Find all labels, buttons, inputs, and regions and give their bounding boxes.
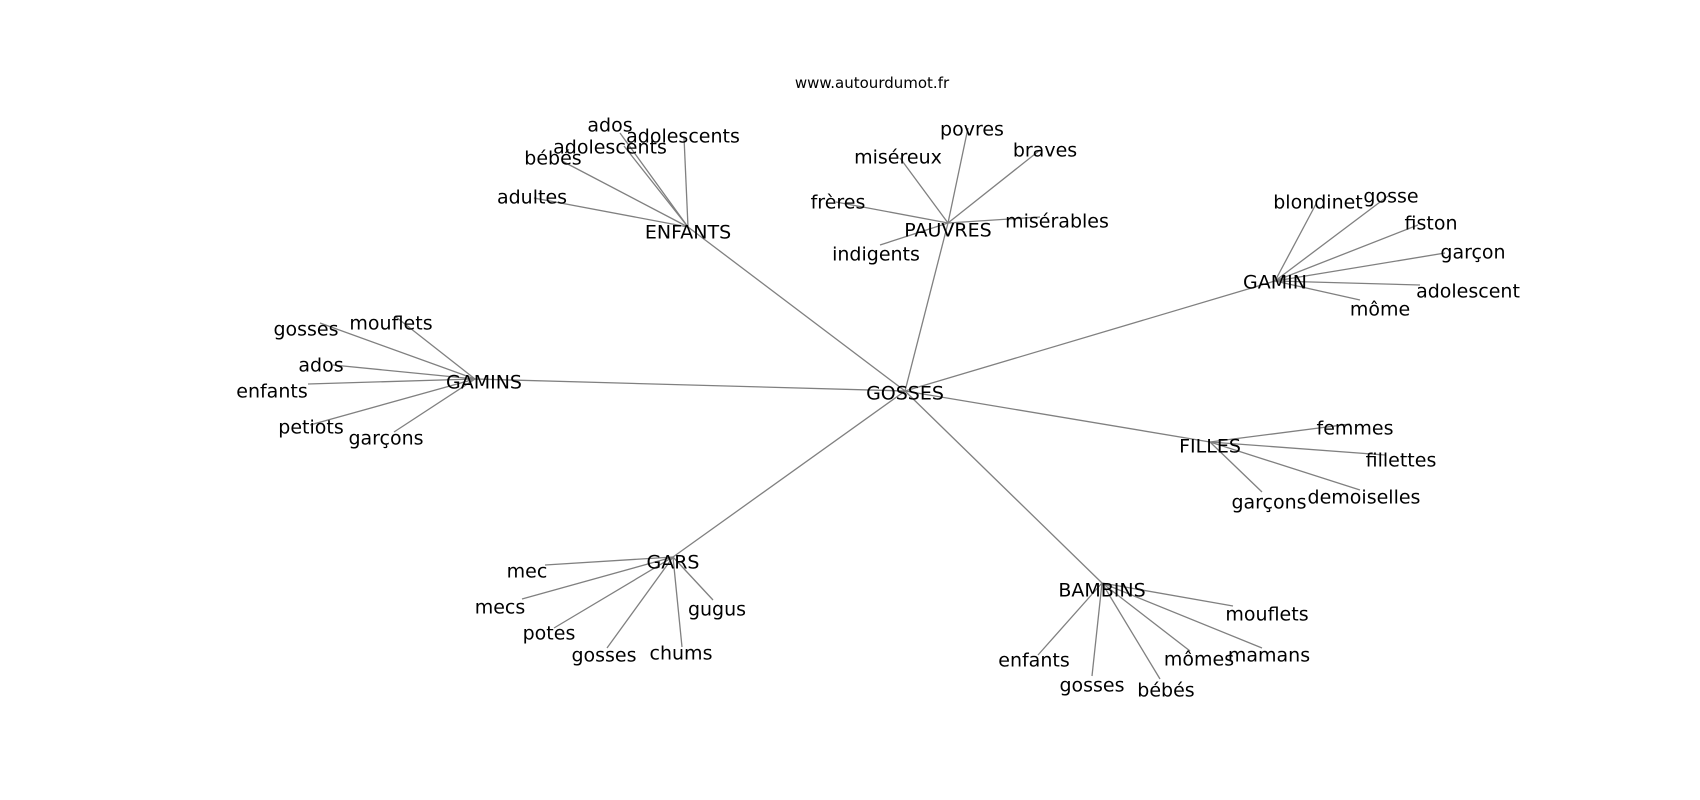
edge-gamin-leaf [1274, 203, 1317, 282]
edge-enfants-leaf [561, 160, 689, 228]
cluster-word-enfants: ENFANTS [645, 222, 731, 244]
edge-gars-leaf [553, 556, 674, 629]
edge-gamin-leaf [1274, 224, 1419, 282]
leaf-word: gugus [688, 599, 746, 621]
leaf-word: adolescent [1416, 281, 1520, 303]
leaf-word: gosses [273, 319, 338, 341]
leaf-word: miséreux [854, 147, 942, 169]
cluster-word-filles: FILLES [1179, 436, 1241, 458]
edge-gars-leaf [672, 556, 714, 601]
edge-center-gars [672, 390, 906, 558]
edge-gars-leaf [521, 556, 674, 600]
graph-edges [307, 127, 1446, 680]
cluster-word-pauvres: PAUVRES [904, 220, 991, 242]
leaf-word: femmes [1317, 418, 1394, 440]
edge-gamin-leaf [1274, 280, 1421, 286]
edge-enfants-leaf [683, 136, 689, 228]
edge-center-gamin [904, 280, 1276, 392]
edge-filles-leaf [1209, 441, 1361, 491]
edge-gamins-leaf [309, 378, 476, 426]
leaf-word: chums [650, 643, 713, 665]
edge-gamin-leaf [1274, 280, 1361, 301]
edge-enfants-leaf [619, 132, 689, 228]
edge-center-bambins [904, 390, 1103, 584]
center-word: GOSSES [866, 383, 944, 405]
source-url: www.autourdumot.fr [795, 74, 950, 92]
leaf-word: potes [523, 623, 576, 645]
edge-pauvres-leaf [947, 216, 1041, 224]
leaf-word: indigents [832, 244, 920, 266]
edge-bambins-leaf [1101, 582, 1263, 649]
edge-bambins-leaf [1037, 582, 1103, 656]
edge-gamins-leaf [332, 364, 476, 380]
leaf-word: mouflets [349, 313, 432, 335]
leaf-word: petiots [278, 417, 343, 439]
edge-pauvres-leaf [947, 127, 969, 224]
edge-pauvres-leaf [835, 201, 949, 224]
edge-gamins-leaf [319, 322, 476, 380]
edge-gars-leaf [606, 556, 674, 649]
cluster-word-gamins: GAMINS [446, 372, 522, 394]
edge-center-filles [904, 390, 1211, 443]
leaf-word: frères [811, 192, 866, 214]
edge-bambins-leaf [1101, 582, 1191, 652]
leaf-word: bébés [1137, 680, 1194, 702]
leaf-word: môme [1350, 299, 1410, 321]
leaf-word: enfants [236, 381, 307, 403]
cluster-word-bambins: BAMBINS [1058, 580, 1145, 602]
edge-pauvres-leaf [899, 157, 949, 224]
edge-center-enfants [687, 226, 906, 392]
leaf-word: gosses [571, 645, 636, 667]
edge-filles-leaf [1209, 441, 1386, 456]
leaf-word: bébés [524, 148, 581, 170]
leaf-word: garçons [348, 428, 423, 450]
edge-gamins-leaf [395, 316, 476, 380]
leaf-word: garçons [1231, 492, 1306, 514]
leaf-word: gosse [1363, 186, 1418, 208]
leaf-word: misérables [1005, 211, 1109, 233]
edge-bambins-leaf [1101, 582, 1234, 607]
edge-bambins-leaf [1091, 582, 1103, 677]
leaf-word: demoiselles [1308, 487, 1421, 509]
leaf-word: garçon [1440, 242, 1505, 264]
edge-enfants-leaf [533, 197, 689, 228]
leaf-word: mouflets [1225, 604, 1308, 626]
edge-pauvres-leaf [947, 149, 1041, 224]
leaf-word: mômes [1164, 649, 1234, 671]
leaf-word: povres [940, 119, 1004, 141]
leaf-word: adolescents [626, 126, 740, 148]
edge-gars-leaf [672, 556, 683, 648]
leaf-word: blondinet [1273, 192, 1363, 214]
leaf-word: fiston [1405, 213, 1458, 235]
leaf-word: gosses [1059, 675, 1124, 697]
graph-labels: adultesbébésadolescentsadosadolescentsEN… [236, 115, 1520, 702]
edge-filles-leaf [1209, 441, 1263, 493]
leaf-word: adolescents [553, 137, 667, 159]
cluster-word-gamin: GAMIN [1243, 272, 1307, 294]
edge-gamin-leaf [1274, 252, 1446, 282]
edge-enfants-leaf [623, 145, 689, 228]
leaf-word: mec [507, 561, 548, 583]
edge-gamins-leaf [393, 378, 476, 433]
leaf-word: enfants [998, 650, 1069, 672]
leaf-word: mamans [1228, 645, 1310, 667]
edge-center-gamins [474, 378, 906, 392]
cluster-word-gars: GARS [647, 552, 700, 574]
leaf-word: adultes [497, 187, 567, 209]
edge-filles-leaf [1209, 423, 1351, 443]
edge-gamin-leaf [1274, 195, 1389, 282]
edge-pauvres-leaf [879, 222, 949, 246]
leaf-word: ados [298, 355, 343, 377]
leaf-word: ados [587, 115, 632, 137]
leaf-word: fillettes [1366, 450, 1437, 472]
edge-bambins-leaf [1101, 582, 1161, 680]
edge-gars-leaf [544, 556, 674, 566]
leaf-word: braves [1013, 140, 1077, 162]
leaf-word: mecs [475, 597, 526, 619]
edge-center-pauvres [904, 222, 949, 392]
edge-gamins-leaf [307, 378, 476, 385]
